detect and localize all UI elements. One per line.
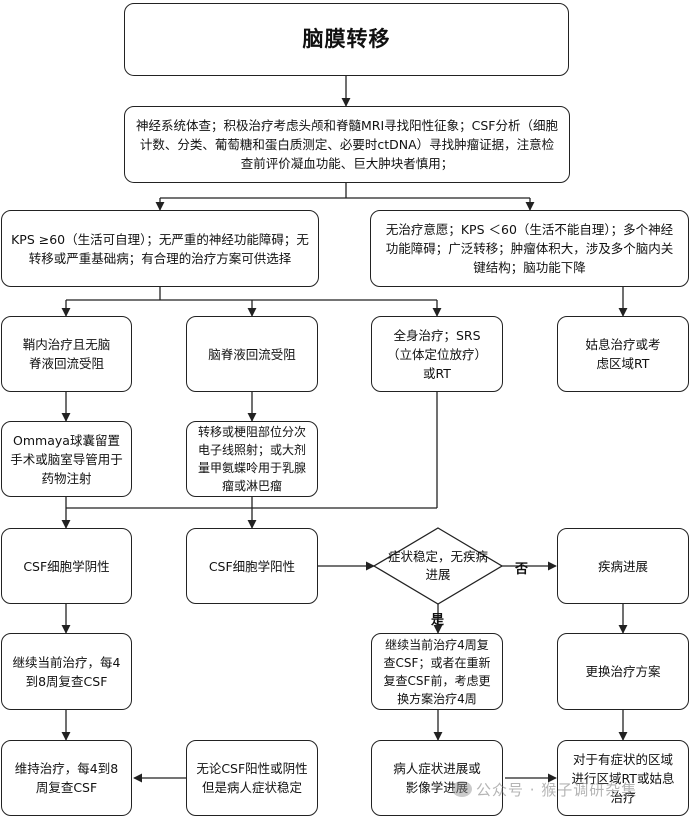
progression-box: 疾病进展 xyxy=(557,528,689,604)
intrathecal-box: 鞘内治疗且无脑脊液回流受阻 xyxy=(1,316,132,392)
csf-negative-box: CSF细胞学阴性 xyxy=(1,528,132,604)
decision-text-wrap: 症状稳定，无疾病进展 xyxy=(386,542,490,590)
continue-4wk-text: 继续当前治疗4周复查CSF；或者在重新复查CSF前，考虑更换方案治疗4周 xyxy=(383,637,491,706)
maintain-box: 维持治疗，每4到8周复查CSF xyxy=(1,740,132,816)
intrathecal-text: 鞘内治疗且无脑脊液回流受阻 xyxy=(22,337,111,371)
assessment-text: 神经系统体查；积极治疗考虑头颅和脊髓MRI寻找阳性征象；CSF分析（细胞计数、分… xyxy=(135,118,558,171)
progression-text: 疾病进展 xyxy=(597,558,648,574)
stable-any-box: 无论CSF阳性或阴性但是病人症状稳定 xyxy=(186,740,318,816)
good-status-text: KPS ≥60（生活可自理）；无严重的神经功能障碍；无转移或严重基础病；有合理的… xyxy=(11,231,309,266)
patient-progress-box: 病人症状进展或影像学进展 xyxy=(371,740,503,816)
symptomatic-rt-box: 对于有症状的区域进行区域RT或姑息治疗 xyxy=(557,740,689,816)
stable-any-text: 无论CSF阳性或阴性但是病人症状稳定 xyxy=(196,761,308,795)
csf-positive-text: CSF细胞学阳性 xyxy=(208,558,296,574)
systemic-text: 全身治疗；SRS（立体定位放疗）或RT xyxy=(386,327,487,381)
palliative-box: 姑息治疗或考虑区域RT xyxy=(557,316,689,392)
continue-4wk-box: 继续当前治疗4周复查CSF；或者在重新复查CSF前，考虑更换方案治疗4周 xyxy=(371,633,503,710)
good-status-box: KPS ≥60（生活可自理）；无严重的神经功能障碍；无转移或严重基础病；有合理的… xyxy=(1,210,319,287)
poor-status-text: 无治疗意愿；KPS ＜60（生活不能自理）；多个神经功能障碍；广泛转移；肿瘤体积… xyxy=(385,222,674,275)
decision-text: 症状稳定，无疾病进展 xyxy=(387,549,488,582)
change-regimen-box: 更换治疗方案 xyxy=(557,633,689,710)
watermark: 公众号 · 猴子调研杂集 xyxy=(476,781,638,799)
focal-rt-box: 转移或梗阻部位分次电子线照射；或大剂量甲氨蝶呤用于乳腺瘤或淋巴瘤 xyxy=(186,421,318,497)
systemic-box: 全身治疗；SRS（立体定位放疗）或RT xyxy=(371,316,503,392)
continue-8wk-box: 继续当前治疗，每4到8周复查CSF xyxy=(1,633,132,710)
continue-8wk-text: 继续当前治疗，每4到8周复查CSF xyxy=(12,654,121,689)
page-title: 脑膜转移 xyxy=(302,27,391,51)
csf-blocked-text: 脑脊液回流受阻 xyxy=(208,346,296,362)
patient-progress-text: 病人症状进展或影像学进展 xyxy=(393,761,481,795)
csf-negative-text: CSF细胞学阴性 xyxy=(23,558,110,574)
ommaya-box: Ommaya球囊留置手术或脑室导管用于药物注射 xyxy=(1,421,132,497)
label-yes: 是 xyxy=(431,613,445,628)
decision-diamond xyxy=(372,527,504,605)
poor-status-box: 无治疗意愿；KPS ＜60（生活不能自理）；多个神经功能障碍；广泛转移；肿瘤体积… xyxy=(370,210,689,287)
focal-rt-text: 转移或梗阻部位分次电子线照射；或大剂量甲氨蝶呤用于乳腺瘤或淋巴瘤 xyxy=(197,425,306,493)
title-box: 脑膜转移 xyxy=(124,3,569,76)
wechat-icon xyxy=(452,781,472,797)
assessment-box: 神经系统体查；积极治疗考虑头颅和脊髓MRI寻找阳性征象；CSF分析（细胞计数、分… xyxy=(124,106,570,183)
csf-positive-box: CSF细胞学阳性 xyxy=(186,528,318,604)
maintain-text: 维持治疗，每4到8周复查CSF xyxy=(14,761,119,795)
palliative-text: 姑息治疗或考虑区域RT xyxy=(585,337,661,371)
label-no: 否 xyxy=(515,562,529,577)
csf-blocked-box: 脑脊液回流受阻 xyxy=(186,316,318,392)
symptomatic-rt-text: 对于有症状的区域进行区域RT或姑息治疗 xyxy=(571,751,675,805)
ommaya-text: Ommaya球囊留置手术或脑室导管用于药物注射 xyxy=(10,432,123,486)
change-regimen-text: 更换治疗方案 xyxy=(585,664,661,679)
